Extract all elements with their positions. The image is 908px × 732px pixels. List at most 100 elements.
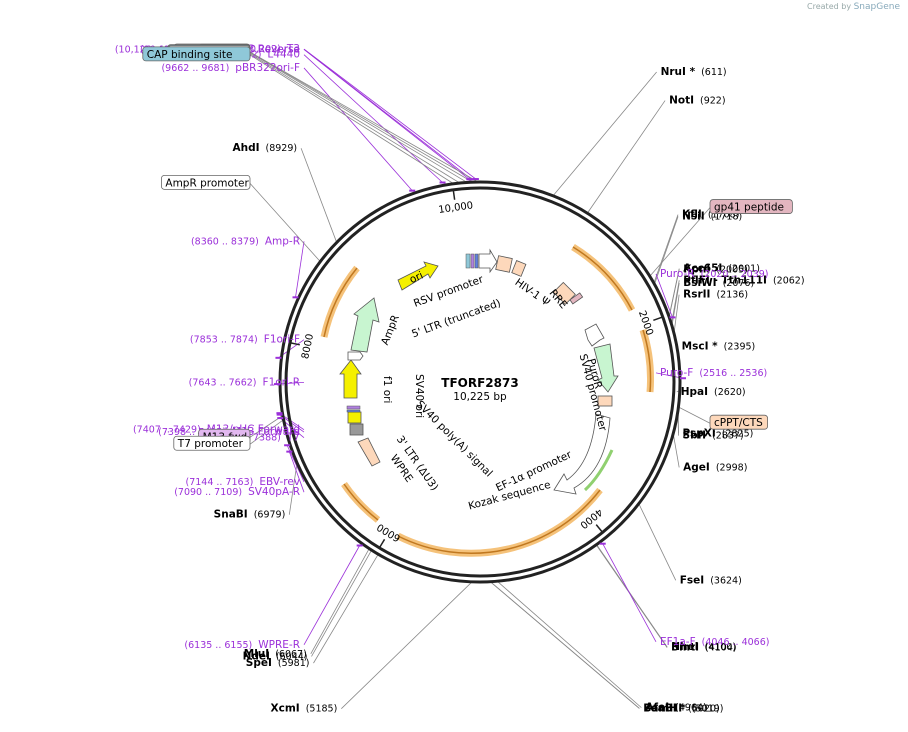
primer-ef1a-f: EF1a-F(4046 .. 4066) <box>660 636 769 648</box>
lac-marker-3 <box>346 405 361 410</box>
enzyme-site-ahdi: AhdI(8929) <box>232 142 297 154</box>
primer-puro-f: Puro-F(2516 .. 2536) <box>660 367 767 379</box>
ampr-arrow <box>350 297 380 353</box>
enzyme-site-sbfi: SbfI(2837) <box>683 430 744 442</box>
tick-label: 6000 <box>375 521 402 544</box>
lac-marker-2 <box>474 253 479 269</box>
feature-label-ampr-promoter: AmpR promoter <box>165 177 249 189</box>
ef1a-promoter-arrow <box>553 413 611 495</box>
leader-lines <box>249 48 711 709</box>
orf-arc-ampr <box>320 265 360 338</box>
boxed-feature-labels: T3 promoterM13 revlac operatorlac promot… <box>142 43 793 451</box>
enzyme-leader-line <box>553 71 657 196</box>
enzyme-site-mlui: MluI(6067) <box>244 648 307 660</box>
feature-leader-line <box>249 51 473 183</box>
feature-leader-line <box>249 419 284 445</box>
f1-ori-label: f1 ori <box>381 376 393 403</box>
enzyme-leader-line <box>313 554 379 664</box>
primer-leader-line <box>295 241 305 298</box>
enzyme-site-pspxi: PspXI(2825) <box>682 427 753 439</box>
enzyme-leader-line <box>491 582 640 709</box>
wpre-feature <box>357 437 381 467</box>
enzyme-site-bsiwi: BsiWI(2076) <box>683 277 754 289</box>
primer-leader-line <box>303 48 477 180</box>
enzyme-sites: NruI *(611)NotI(922)KflI(1708)NsiI(1718)… <box>214 66 805 715</box>
enzyme-site-afei: AfeI(4964) <box>645 702 706 714</box>
enzyme-leader-line <box>341 582 472 709</box>
enzyme-leader-line <box>638 504 677 581</box>
feature-leader-line <box>649 207 711 277</box>
primer-puro-r: Puro-R(2020 .. 2039) <box>660 268 768 280</box>
primer-leader-line <box>303 49 470 180</box>
sv40-promoter-feature <box>597 395 613 407</box>
orf-arc-ampr-core <box>323 267 358 338</box>
orf-arc-tforf-core <box>397 489 601 554</box>
feature-leader-line <box>249 415 284 438</box>
primer-leader-line <box>655 273 673 318</box>
orf-arc-gp41-core <box>572 246 633 311</box>
hiv-psi-label: HIV-1 Ψ <box>513 276 552 309</box>
feature-box-ampr-promoter <box>160 174 251 190</box>
ampr-small-arrow <box>347 351 364 361</box>
sv40-polya-feature <box>347 411 362 424</box>
lac-marker-1 <box>470 253 475 269</box>
orf-arc-small <box>341 481 381 523</box>
enzyme-leader-line <box>653 214 679 283</box>
enzyme-leader-line <box>587 100 666 213</box>
enzyme-site-snabi: SnaBI(6979) <box>214 509 286 521</box>
lac-marker-4 <box>346 409 361 413</box>
orf-arc-puro-core <box>642 329 652 393</box>
tick-mark <box>452 189 456 200</box>
feature-leader-line <box>249 52 468 183</box>
tick-label: 10,000 <box>438 200 474 216</box>
rre-feature <box>511 260 527 277</box>
primer-leader-line <box>303 67 413 191</box>
enzyme-site-rsrii: RsrII(2136) <box>683 289 748 301</box>
enzyme-leader-line <box>673 294 680 331</box>
enzyme-site-noti: NotI(922) <box>669 95 725 107</box>
feature-label-t7-promoter: T7 promoter <box>177 438 244 450</box>
enzyme-site-pflfi-tth111i: PflFI - Tth111I(2062) <box>683 274 804 286</box>
feature-leader-line <box>249 51 479 183</box>
enzyme-leader-line <box>673 435 680 468</box>
rsv-promoter-arrow <box>478 248 498 274</box>
feature-box-cap-binding-site <box>142 46 251 62</box>
enzyme-site-nhei: NheI(4100) <box>671 641 736 653</box>
enzyme-site-hpai: HpaI(2620) <box>681 386 746 398</box>
primer-pbr322ori-f: (9662 .. 9681)pBR322ori-F <box>161 62 300 74</box>
enzyme-site-xcmi: XcmI(5185) <box>271 703 338 715</box>
enzyme-leader-line <box>311 550 372 657</box>
enzyme-leader-line <box>654 216 679 284</box>
orf-arcs <box>320 244 655 557</box>
feature-box-t7-promoter <box>173 435 251 451</box>
tick-mark <box>378 538 386 549</box>
primer-leader-line <box>288 451 305 493</box>
enzyme-leader-line <box>498 581 642 708</box>
feature-box-gp41-peptide <box>709 199 793 214</box>
f1-ori-arrow <box>339 359 362 399</box>
primer-f1ori-f: (7853 .. 7874)F1ori-F <box>190 334 300 346</box>
kozak-green-arc <box>583 449 614 492</box>
plasmid-name: TFORF2873 <box>441 376 518 390</box>
primer-amp-r: (8360 .. 8379)Amp-R <box>191 235 300 247</box>
enzyme-site-spei: SpeI(5981) <box>246 657 310 669</box>
enzyme-site-kfli: KflI(1708) <box>682 209 739 221</box>
enzyme-site-fsei: FseI(3624) <box>680 574 742 586</box>
enzyme-site-bsabi: BsaBI *(5019) <box>643 702 723 714</box>
enzyme-leader-line <box>310 549 370 655</box>
feature-label-gp41-peptide: gp41 peptide <box>714 202 784 214</box>
enzyme-site-agei: AgeI(2998) <box>683 461 747 473</box>
ltr-3-feature <box>349 423 364 436</box>
enzyme-site-nsii: NsiI(1718) <box>682 210 742 222</box>
ori-label: ori <box>408 269 425 286</box>
primer-sv40pa-r: (7090 .. 7109)SV40pA-R <box>174 486 300 498</box>
enzyme-site-acc65i: Acc65I(2001) <box>683 263 760 275</box>
enzyme-site-kpni: KpnI(2005) <box>683 263 748 275</box>
gp41-feature <box>569 292 584 305</box>
enzyme-leader-line <box>288 464 298 515</box>
primer-leader-line <box>276 381 305 385</box>
feature-leader-line <box>678 406 711 424</box>
snapgene-logo-icon: SnapGene <box>853 2 900 12</box>
primer-f1ori-r: (7643 .. 7662)F1ori-R <box>189 376 300 388</box>
ori-arrow <box>397 261 439 291</box>
